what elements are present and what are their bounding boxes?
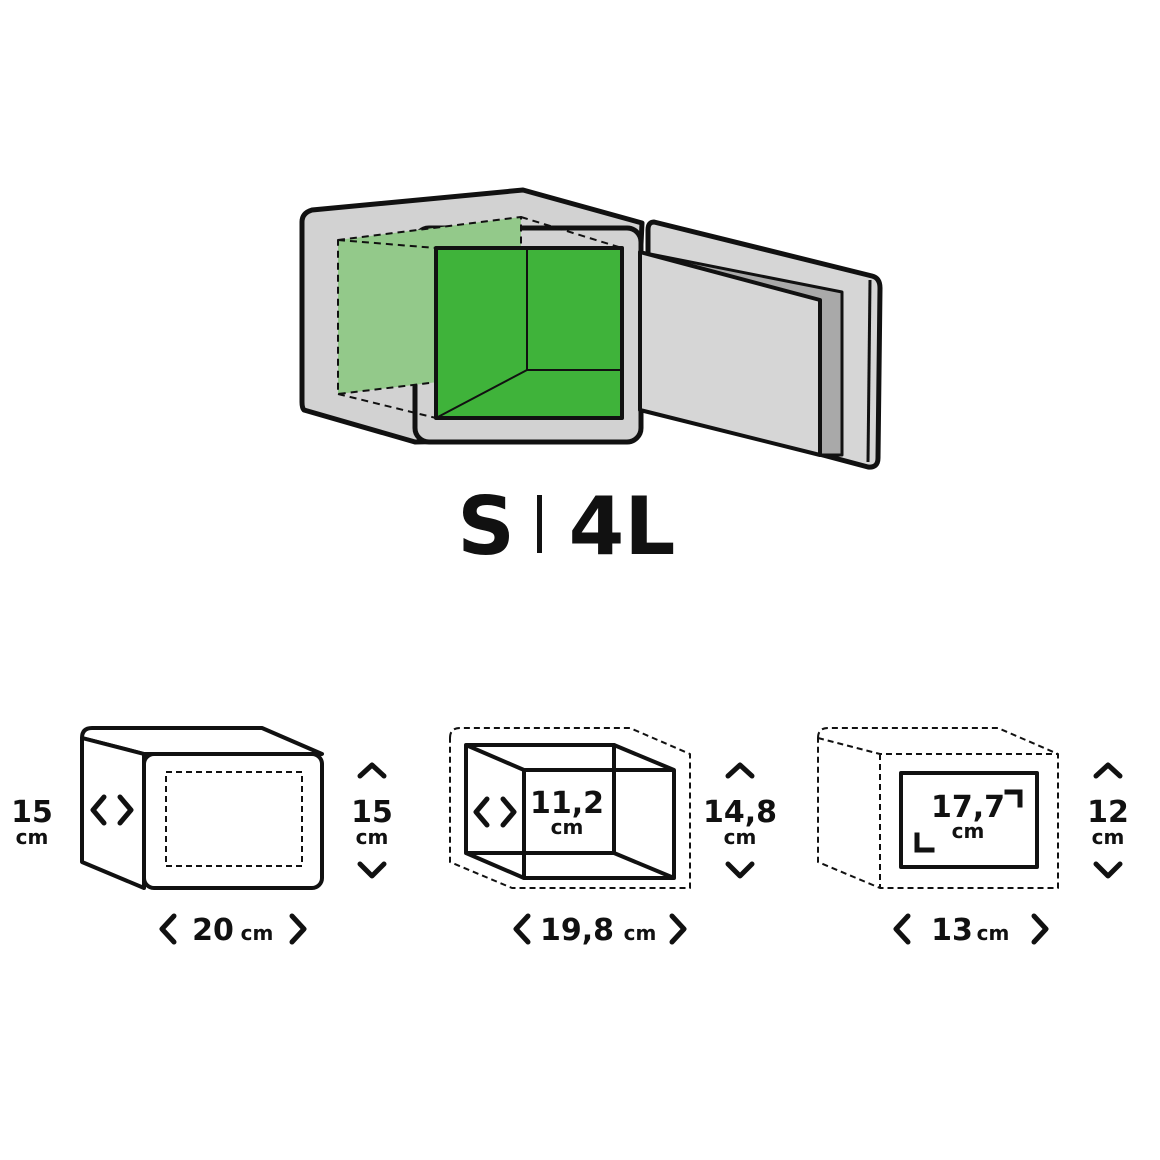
- width-arrows-icon: [513, 913, 687, 945]
- outer-height-unit: cm: [356, 825, 389, 849]
- depth-arrows-icon: [473, 796, 517, 828]
- safe-illustration: [299, 187, 883, 470]
- height-arrows-icon: [357, 762, 387, 879]
- width-arrows-icon: [159, 913, 307, 945]
- door-height-unit: cm: [1092, 825, 1125, 849]
- door-width-unit: cm: [977, 921, 1010, 945]
- height-arrows-icon: [1093, 762, 1123, 879]
- outer-width-unit: cm: [241, 921, 274, 945]
- height-arrows-icon: [725, 762, 755, 879]
- model-title: S 4L: [457, 480, 675, 573]
- safe-door-edge: [866, 279, 872, 463]
- door-width-value: 13: [931, 913, 973, 948]
- door-diagonal-value: 17,7: [931, 790, 1005, 825]
- safe-interior: [434, 246, 624, 420]
- capacity-label: 4L: [569, 480, 676, 573]
- outer-box-icon: [80, 726, 324, 890]
- safe-interior-edges: [435, 248, 622, 419]
- inner-dimensions-panel: 11,2 cm 14,8 cm 19,8 cm: [449, 727, 777, 948]
- door-diagonal-unit: cm: [952, 819, 985, 843]
- inner-width-value: 19,8: [540, 913, 614, 948]
- title-divider: [537, 495, 542, 553]
- inner-box-icon: [449, 727, 691, 889]
- depth-arrows-icon: [90, 794, 134, 826]
- outer-height-value: 15: [351, 795, 393, 830]
- inner-depth-unit: cm: [551, 815, 584, 839]
- inner-depth-value: 11,2: [530, 786, 604, 821]
- outer-dimensions-panel: 15 cm 15 cm 20 cm: [11, 726, 393, 948]
- outer-depth-unit: cm: [16, 825, 49, 849]
- inner-height-value: 14,8: [703, 795, 777, 830]
- door-height-value: 12: [1087, 795, 1129, 830]
- door-dimensions-panel: 17,7 cm 12 cm 13 cm: [817, 727, 1129, 948]
- outer-width-value: 20: [192, 913, 234, 948]
- inner-width-unit: cm: [624, 921, 657, 945]
- safe-door-panel: [638, 250, 822, 457]
- size-label: S: [457, 480, 515, 573]
- outer-depth-value: 15: [11, 795, 53, 830]
- diagonal-corners-icon: [914, 789, 1023, 853]
- inner-height-unit: cm: [724, 825, 757, 849]
- safe-hidden-edges: [337, 216, 623, 419]
- width-arrows-icon: [893, 913, 1049, 945]
